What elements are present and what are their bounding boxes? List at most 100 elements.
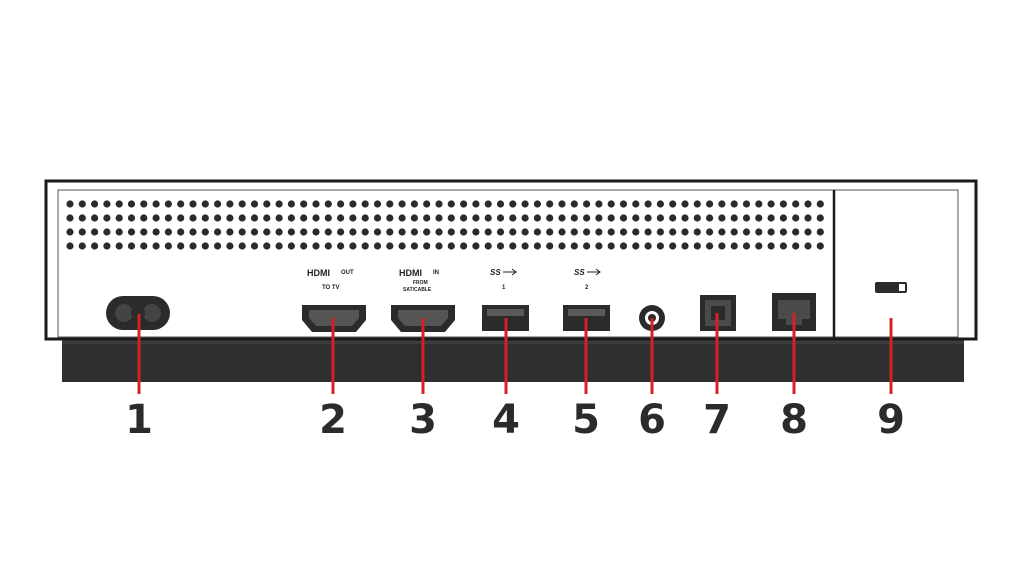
vent-hole (349, 242, 357, 250)
vent-hole (263, 228, 271, 236)
vent-hole (410, 214, 418, 222)
vent-hole (386, 242, 394, 250)
power-socket-icon (106, 296, 170, 330)
vent-hole (337, 200, 345, 208)
vent-hole (91, 214, 99, 222)
vent-hole (693, 214, 701, 222)
vent-hole (484, 228, 492, 236)
vent-hole (386, 214, 394, 222)
vent-hole (521, 200, 529, 208)
vent-hole (509, 242, 517, 250)
vent-hole (472, 214, 480, 222)
vent-hole (693, 228, 701, 236)
vent-hole (361, 214, 369, 222)
vent-hole (152, 200, 160, 208)
vent-hole (742, 228, 751, 236)
vent-hole (226, 200, 234, 208)
vent-hole (361, 200, 369, 208)
vent-hole (349, 228, 357, 236)
vent-hole (656, 242, 665, 250)
vent-hole (816, 214, 824, 222)
vent-hole (619, 200, 628, 208)
vent-hole (779, 228, 788, 236)
vent-hole (373, 242, 382, 250)
vent-hole (300, 228, 308, 236)
vent-hole (361, 242, 369, 250)
vent-hole (312, 214, 320, 222)
vent-hole (177, 228, 185, 236)
vent-hole (226, 228, 234, 236)
vent-hole (669, 214, 677, 222)
vent-hole (619, 214, 628, 222)
vent-hole (214, 200, 222, 208)
vent-hole (583, 228, 591, 236)
usb-2-number-text: 2 (585, 285, 589, 291)
vent-hole (238, 242, 246, 250)
vent-hole (656, 228, 665, 236)
vent-hole (398, 200, 406, 208)
console-base-highlight (62, 338, 964, 344)
hdmi-in-sub-text-1: FROM (413, 280, 428, 286)
vent-hole (533, 228, 542, 236)
hdmi-out-kind-text: OUT (341, 270, 354, 276)
vent-hole (484, 242, 492, 250)
vent-hole (533, 242, 542, 250)
vent-hole (755, 242, 763, 250)
vent-hole (238, 228, 246, 236)
vent-hole (632, 214, 640, 222)
vent-hole (718, 242, 726, 250)
vent-hole (570, 242, 578, 250)
vent-hole (324, 228, 332, 236)
vent-hole (472, 200, 480, 208)
vent-hole (496, 214, 505, 222)
vent-hole (681, 242, 689, 250)
vent-hole (337, 242, 345, 250)
vent-hole (792, 228, 800, 236)
hdmi-in-brand-text: HDMI (399, 268, 422, 278)
vent-hole (275, 200, 283, 208)
vent-hole (693, 200, 701, 208)
vent-hole (103, 242, 111, 250)
vent-hole (287, 214, 295, 222)
vent-hole (361, 228, 369, 236)
vent-hole (275, 228, 283, 236)
vent-hole (742, 242, 751, 250)
vent-hole (509, 228, 517, 236)
vent-hole (521, 228, 529, 236)
vent-hole (127, 242, 136, 250)
vent-hole (238, 200, 246, 208)
vent-hole (460, 200, 468, 208)
vent-hole (619, 228, 628, 236)
vent-hole (583, 200, 591, 208)
vent-hole (546, 228, 554, 236)
vent-hole (558, 200, 566, 208)
vent-hole (287, 200, 295, 208)
vent-hole (127, 200, 136, 208)
vent-hole (644, 228, 652, 236)
vent-hole (410, 200, 418, 208)
vent-hole (275, 242, 283, 250)
vent-hole (140, 214, 148, 222)
vent-hole (263, 214, 271, 222)
vent-hole (816, 228, 824, 236)
vent-hole (386, 228, 394, 236)
vent-hole (742, 200, 751, 208)
vent-hole (177, 200, 185, 208)
callout-number-7: 7 (703, 397, 731, 443)
vent-hole (115, 228, 123, 236)
vent-hole (91, 228, 99, 236)
vent-hole (177, 214, 185, 222)
vent-hole (447, 228, 455, 236)
vent-hole (263, 200, 271, 208)
vent-hole (607, 214, 615, 222)
vent-hole (681, 228, 689, 236)
vent-hole (595, 228, 603, 236)
vent-hole (681, 200, 689, 208)
vent-hole (656, 200, 665, 208)
callout-number-6: 6 (638, 397, 666, 443)
vent-hole (546, 200, 554, 208)
vent-hole (706, 214, 714, 222)
vent-hole (337, 214, 345, 222)
